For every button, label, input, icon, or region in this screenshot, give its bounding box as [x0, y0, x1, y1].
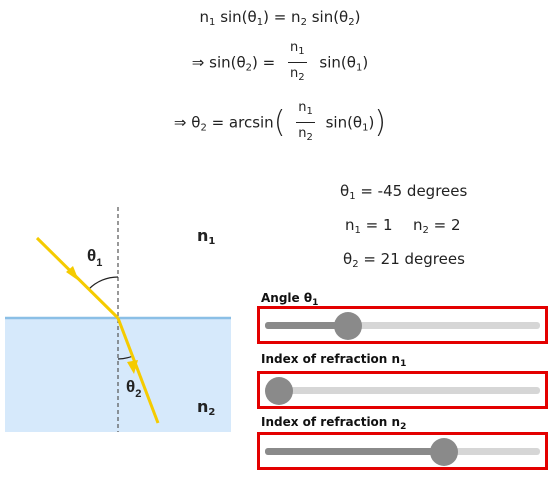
n1-slider[interactable]: [257, 371, 548, 409]
n2-slider-fill: [265, 448, 450, 455]
n1-slider-track[interactable]: [265, 376, 540, 405]
angle-slider[interactable]: [257, 306, 548, 344]
incident-arrowhead: [66, 266, 79, 281]
theta1-label: θ1: [87, 246, 102, 269]
angle-slider-track[interactable]: [265, 311, 540, 340]
angle-slider-fill: [265, 322, 342, 329]
snell-law-equation: n1 sin(θ1) = n2 sin(θ2): [199, 8, 361, 28]
n2-medium-label: n2: [197, 397, 216, 418]
refraction-diagram: θ1 θ2: [5, 207, 231, 432]
angle-slider-thumb[interactable]: [334, 311, 363, 340]
refracted-ray: [116, 317, 160, 424]
n2-readout: n2 = 2: [413, 216, 461, 236]
theta1-readout: θ1 = -45 degrees: [340, 182, 468, 202]
n2-slider-thumb[interactable]: [430, 437, 459, 466]
n2-slider[interactable]: [257, 432, 548, 470]
theta2-readout: θ2 = 21 degrees: [343, 250, 465, 270]
refracted-arrowhead: [127, 360, 138, 374]
n1-readout: n1 = 1: [345, 216, 393, 236]
n1-slider-thumb[interactable]: [265, 376, 293, 405]
n1-medium-label: n1: [197, 226, 216, 247]
theta2-label: θ2: [126, 377, 141, 400]
sin-theta2-equation: ⇒ sin(θ2) = n1 n2 sin(θ1): [0, 40, 560, 86]
angle-slider-label: Angle θ1: [261, 291, 319, 308]
n2-slider-label: Index of refraction n2: [261, 415, 407, 432]
n1-slider-label: Index of refraction n1: [261, 352, 407, 369]
n2-slider-track[interactable]: [265, 437, 540, 466]
theta2-arcsin-equation: ⇒ θ2 = arcsin( n1 n2 sin(θ1)): [0, 100, 560, 146]
angle-arc-theta1: [88, 276, 119, 290]
index-ratio-fraction: n1 n2: [296, 100, 315, 143]
index-ratio-fraction: n1 n2: [288, 40, 307, 83]
